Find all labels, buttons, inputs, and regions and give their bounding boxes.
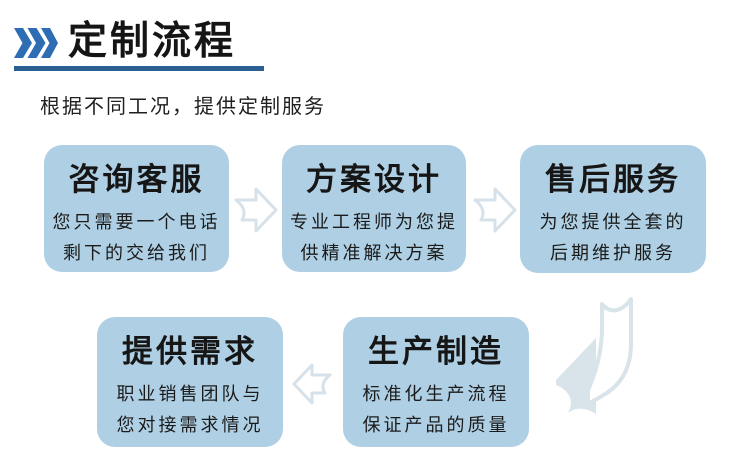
step-desc-line: 标准化生产流程 [362,384,510,404]
step-card-design: 方案设计 专业工程师为您提 供精准解决方案 [282,145,466,272]
step-title: 提供需求 [122,334,258,369]
step-desc-line: 您只需要一个电话 [52,212,221,232]
arrow-left-outline-icon [292,363,332,405]
step-desc-line: 保证产品的质量 [362,415,510,435]
arrow-right-outline-icon [234,187,278,233]
step-desc-line: 您对接需求情况 [116,415,264,435]
step-title: 售后服务 [545,162,681,197]
title-underline [14,66,264,71]
step-title: 生产制造 [368,334,504,369]
arrow-right-outline-icon [473,187,517,233]
arrow-curve-down-left-icon [556,297,633,414]
step-desc-line: 供精准解决方案 [300,243,448,263]
step-card-consult: 咨询客服 您只需要一个电话 剩下的交给我们 [44,145,229,272]
step-desc-line: 职业销售团队与 [116,384,264,404]
step-card-requirement: 提供需求 职业销售团队与 您对接需求情况 [97,317,283,447]
section-subtitle: 根据不同工况，提供定制服务 [40,96,326,118]
page-title: 定制流程 [68,20,237,63]
step-title: 方案设计 [306,162,442,197]
step-desc-line: 专业工程师为您提 [290,212,458,232]
step-card-manufacture: 生产制造 标准化生产流程 保证产品的质量 [343,317,529,447]
step-card-aftersale: 售后服务 为您提供全套的 后期维护服务 [520,145,706,273]
triple-chevron-right-icon [14,28,58,58]
step-desc-line: 为您提供全套的 [539,212,687,232]
step-title: 咨询客服 [68,162,205,197]
step-desc-line: 剩下的交给我们 [63,243,210,263]
step-desc-line: 后期维护服务 [550,243,676,263]
